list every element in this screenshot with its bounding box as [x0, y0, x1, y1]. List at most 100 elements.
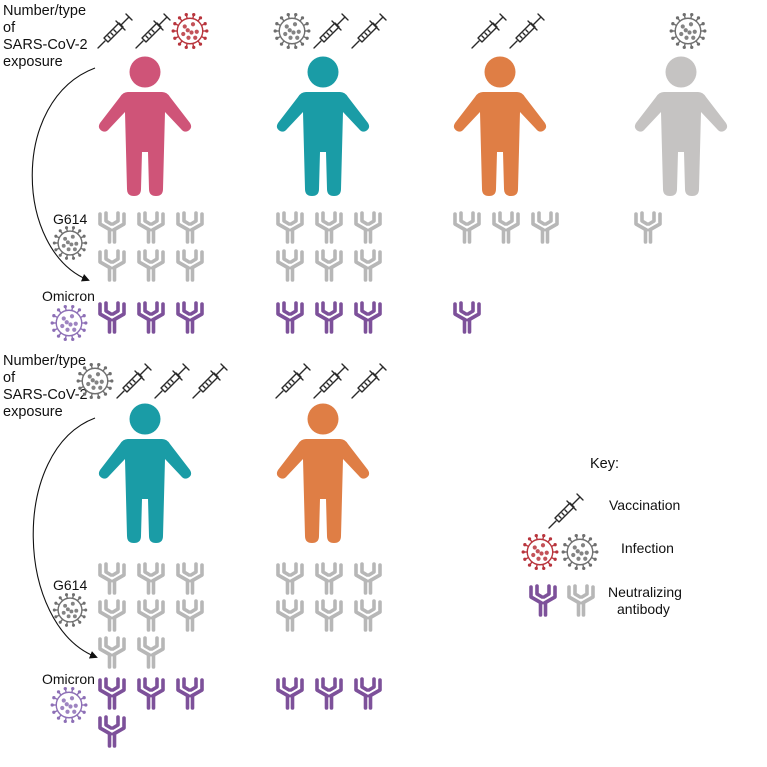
person-icon	[634, 56, 728, 196]
syringe-icon	[116, 363, 152, 399]
person-icon	[276, 56, 370, 196]
syringe-icon	[192, 363, 228, 399]
exposure-label-line-1: Number/type	[3, 353, 86, 369]
neutralizing-antibody-purple-icon	[529, 584, 557, 617]
antibody-icon	[176, 249, 204, 282]
person-group	[275, 363, 387, 710]
antibody-icon	[98, 599, 126, 632]
person-icon	[453, 56, 547, 196]
virus-icon	[521, 533, 559, 571]
progression-arrow	[31, 67, 96, 282]
syringe-icon	[509, 13, 545, 49]
antibody-icon	[315, 677, 343, 710]
antibody-icon	[354, 211, 382, 244]
antibody-icon	[567, 584, 595, 617]
exposure-label-line-4: exposure	[3, 54, 63, 70]
antibody-icon	[276, 301, 304, 334]
antibody-icon	[276, 562, 304, 595]
g614-label: G614	[53, 577, 87, 593]
antibody-icon	[176, 599, 204, 632]
g614-virus-icon	[52, 226, 88, 260]
antibody-icon	[315, 301, 343, 334]
omicron-label: Omicron	[42, 288, 95, 304]
antibody-icon	[354, 562, 382, 595]
antibody-icon	[315, 562, 343, 595]
key-antibody-label-line-2: antibody	[617, 601, 670, 617]
antibody-icon	[137, 599, 165, 632]
virus-icon	[76, 362, 114, 400]
antibody-icon	[354, 249, 382, 282]
person-icon	[276, 403, 370, 543]
exposure-label-line-2: of	[3, 20, 16, 36]
antibody-icon	[176, 211, 204, 244]
antibody-icon	[453, 301, 481, 334]
antibody-icon	[137, 249, 165, 282]
virus-icon	[52, 226, 88, 260]
virus-icon	[171, 12, 209, 50]
key-vaccination-label: Vaccination	[609, 497, 680, 513]
vaccination-syringe-icon	[548, 493, 584, 529]
syringe-icon	[154, 363, 190, 399]
g614-virus-icon	[52, 593, 88, 627]
antibody-icon	[315, 599, 343, 632]
antibody-icon	[492, 211, 520, 244]
antibody-icon	[354, 599, 382, 632]
exposure-label-line-1: Number/type	[3, 3, 86, 19]
key-title: Key:	[590, 456, 619, 472]
exposure-label-line-3: SARS-CoV-2	[3, 387, 88, 403]
antibody-icon	[137, 301, 165, 334]
antibody-icon	[276, 249, 304, 282]
key: Key: Vaccination Infection Neutralizing …	[521, 456, 682, 617]
panel-1: Number/type of SARS-CoV-2 exposure G614 …	[3, 3, 728, 342]
antibody-icon	[634, 211, 662, 244]
omicron-virus-icon	[50, 686, 88, 724]
antibody-icon	[137, 677, 165, 710]
antibody-icon	[176, 677, 204, 710]
antibody-icon	[315, 211, 343, 244]
virus-icon	[50, 686, 88, 724]
infection-virus-red-icon	[521, 533, 559, 571]
exposure-label-line-3: SARS-CoV-2	[3, 37, 88, 53]
syringe-icon	[548, 493, 584, 529]
omicron-virus-icon	[50, 304, 88, 342]
infection-virus-gray-icon	[561, 533, 599, 571]
antibody-icon	[276, 677, 304, 710]
antibody-icon	[529, 584, 557, 617]
person-group	[453, 13, 559, 334]
key-infection-label: Infection	[621, 540, 674, 556]
syringe-icon	[135, 13, 171, 49]
antibody-icon	[453, 211, 481, 244]
virus-icon	[561, 533, 599, 571]
antibody-icon	[354, 301, 382, 334]
person-group	[273, 12, 387, 334]
virus-icon	[273, 12, 311, 50]
person-icon	[98, 403, 192, 543]
progression-arrow	[32, 417, 98, 659]
syringe-icon	[313, 363, 349, 399]
antibody-icon	[354, 677, 382, 710]
syringe-icon	[275, 363, 311, 399]
antibody-icon	[98, 211, 126, 244]
antibody-icon	[137, 211, 165, 244]
antibody-icon	[98, 562, 126, 595]
syringe-icon	[351, 13, 387, 49]
antibody-icon	[276, 211, 304, 244]
antibody-gray-icon	[567, 584, 595, 617]
antibody-icon	[98, 249, 126, 282]
virus-icon	[50, 304, 88, 342]
person-group	[76, 362, 228, 748]
antibody-icon	[98, 677, 126, 710]
syringe-icon	[97, 13, 133, 49]
antibody-icon	[137, 562, 165, 595]
antibody-icon	[98, 636, 126, 669]
omicron-label: Omicron	[42, 671, 95, 687]
antibody-icon	[176, 301, 204, 334]
antibody-icon	[98, 715, 126, 748]
antibody-icon	[315, 249, 343, 282]
syringe-icon	[471, 13, 507, 49]
person-icon	[98, 56, 192, 196]
syringe-icon	[351, 363, 387, 399]
key-antibody-label-line-1: Neutralizing	[608, 584, 682, 600]
panel-2: Number/type of SARS-CoV-2 exposure G614 …	[3, 353, 387, 748]
